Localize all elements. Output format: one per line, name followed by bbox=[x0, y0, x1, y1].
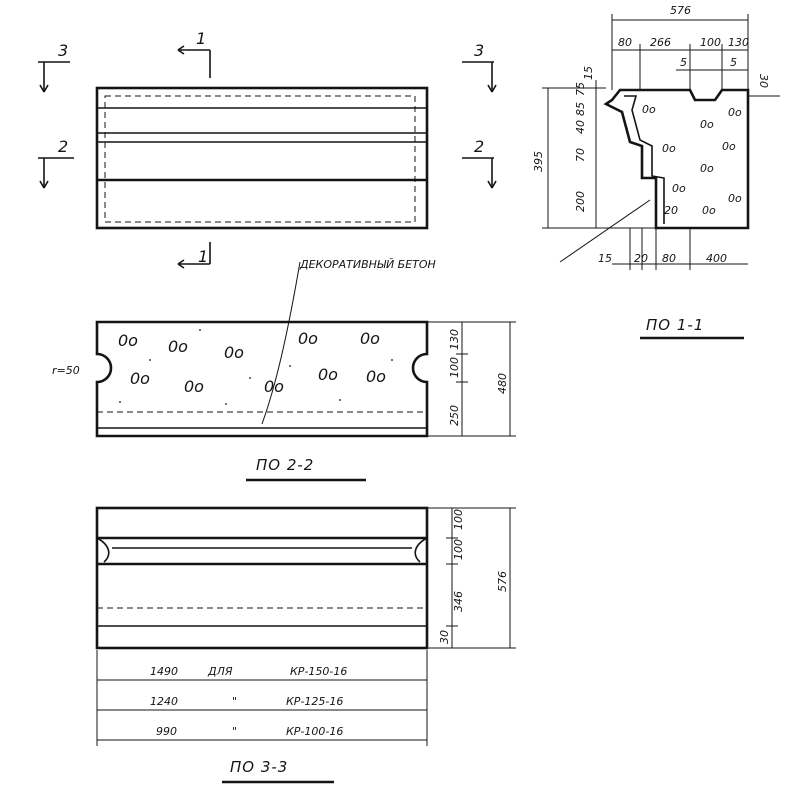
svg-text:0o: 0o bbox=[318, 365, 338, 384]
section-3-3-outline bbox=[95, 506, 429, 650]
dim-100b: 100 bbox=[452, 539, 465, 560]
svg-text:0o: 0o bbox=[728, 106, 742, 119]
dim-total-width: 576 bbox=[670, 4, 691, 17]
dim-height-480: 480 bbox=[496, 373, 509, 394]
svg-text:0o: 0o bbox=[168, 337, 188, 356]
dim-right-30: 30 bbox=[757, 74, 770, 88]
svg-text:0o: 0o bbox=[662, 142, 676, 155]
section-1-1: 0o 0o 0o 0o 0o 0o 0o 0o 0o 576 80 266 10… bbox=[532, 4, 780, 340]
note-text: ДЕКОРАТИВНЫЙ БЕТОН bbox=[299, 258, 436, 271]
length-row: 1240 " КР-125-16 bbox=[150, 695, 343, 708]
profile-outline bbox=[603, 88, 750, 230]
dim-top-266: 266 bbox=[650, 36, 671, 49]
dim-30: 30 bbox=[438, 630, 451, 644]
svg-text:0o: 0o bbox=[360, 329, 380, 348]
svg-text:1490: 1490 bbox=[150, 665, 178, 678]
dim-130: 130 bbox=[448, 329, 461, 350]
svg-text:0o: 0o bbox=[298, 329, 318, 348]
svg-text:": " bbox=[232, 695, 237, 708]
section-mark-right-upper-label: 3 bbox=[474, 41, 484, 60]
dim-left-40: 40 bbox=[574, 120, 587, 134]
section-mark-bottom-label: 1 bbox=[198, 247, 208, 266]
dim-left-70: 70 bbox=[574, 148, 587, 162]
svg-text:0o: 0o bbox=[642, 103, 656, 116]
dim-small-5a: 5 bbox=[680, 56, 687, 69]
section-mark-right-mid-label: 2 bbox=[474, 137, 484, 156]
aggregate-fill: 0o 0o 0o 0o 0o 0o 0o 0o 0o bbox=[642, 103, 742, 217]
svg-text:ДЛЯ: ДЛЯ bbox=[207, 665, 233, 678]
leader-line bbox=[261, 261, 301, 425]
dim-height-576: 576 bbox=[496, 571, 509, 592]
section-mark-bottom: 1 bbox=[177, 242, 211, 269]
svg-text:КР-150-16: КР-150-16 bbox=[290, 665, 347, 678]
length-table: 1490 ДЛЯ КР-150-16 1240 " КР-125-16 990 … bbox=[96, 650, 428, 746]
plan-outline bbox=[95, 86, 429, 230]
groove bbox=[96, 537, 428, 563]
section-mark-top-label: 1 bbox=[196, 29, 206, 48]
decorative-layer bbox=[624, 95, 665, 224]
dim-bottom-80: 80 bbox=[662, 252, 676, 265]
section-mark-top: 1 bbox=[177, 29, 211, 78]
svg-text:КР-100-16: КР-100-16 bbox=[286, 725, 343, 738]
caption-section-2-2: ПО 2-2 bbox=[256, 456, 314, 474]
section-mark-left-mid-label: 2 bbox=[58, 137, 68, 156]
caption-section-3-3: ПО 3-3 bbox=[230, 758, 288, 776]
svg-text:0o: 0o bbox=[264, 377, 284, 396]
length-row: 1490 ДЛЯ КР-150-16 bbox=[150, 665, 347, 678]
svg-text:0o: 0o bbox=[118, 331, 138, 350]
section-3-3: 100 100 346 30 576 1490 ДЛЯ КР-150-16 12… bbox=[95, 506, 516, 784]
dim-recess-radius: r=50 bbox=[52, 364, 80, 377]
section-2-2: 0o 0o 0o 0o 0o 0o 0o 0o 0o 0o r=50 130 1… bbox=[52, 320, 516, 482]
dim-top-130: 130 bbox=[728, 36, 749, 49]
section-mark-right-mid: 2 bbox=[462, 137, 497, 189]
speckle bbox=[119, 329, 393, 405]
svg-text:0o: 0o bbox=[184, 377, 204, 396]
dim-inner-20: 20 bbox=[664, 204, 678, 217]
caption-section-1-1: ПО 1-1 bbox=[646, 316, 704, 334]
plan-hidden-outline bbox=[104, 95, 416, 223]
dim-bottom-400: 400 bbox=[706, 252, 727, 265]
plan-view bbox=[95, 86, 429, 230]
svg-text:0o: 0o bbox=[728, 192, 742, 205]
dim-346: 346 bbox=[452, 591, 465, 612]
dim-top-100: 100 bbox=[700, 36, 721, 49]
dim-left-85: 85 bbox=[574, 102, 587, 116]
dim-100: 100 bbox=[448, 357, 461, 378]
length-row: 990 " КР-100-16 bbox=[156, 725, 343, 738]
dim-top-80: 80 bbox=[618, 36, 632, 49]
section-mark-left-upper: 3 bbox=[38, 41, 70, 93]
section-mark-left-mid: 2 bbox=[38, 137, 74, 189]
dim-bottom-20: 20 bbox=[634, 252, 648, 265]
svg-text:990: 990 bbox=[156, 725, 177, 738]
leader-line bbox=[559, 199, 651, 263]
aggregate-fill: 0o 0o 0o 0o 0o 0o 0o 0o 0o 0o bbox=[118, 329, 386, 396]
svg-text:0o: 0o bbox=[224, 343, 244, 362]
svg-text:0o: 0o bbox=[366, 367, 386, 386]
section-mark-right-upper: 3 bbox=[462, 41, 497, 93]
svg-text:0o: 0o bbox=[722, 140, 736, 153]
svg-text:1240: 1240 bbox=[150, 695, 178, 708]
dim-250: 250 bbox=[448, 405, 461, 426]
dim-height-395: 395 bbox=[532, 151, 545, 172]
section-mark-left-upper-label: 3 bbox=[58, 41, 68, 60]
svg-text:0o: 0o bbox=[702, 204, 716, 217]
dim-left-75: 75 bbox=[574, 82, 587, 96]
svg-text:0o: 0o bbox=[700, 118, 714, 131]
dim-left-200: 200 bbox=[574, 191, 587, 212]
note-decorative-concrete: ДЕКОРАТИВНЫЙ БЕТОН bbox=[261, 199, 651, 425]
dim-100: 100 bbox=[452, 509, 465, 530]
svg-text:КР-125-16: КР-125-16 bbox=[286, 695, 343, 708]
dim-bottom-15: 15 bbox=[598, 252, 612, 265]
dim-small-5b: 5 bbox=[730, 56, 737, 69]
svg-text:0o: 0o bbox=[672, 182, 686, 195]
svg-text:": " bbox=[232, 725, 237, 738]
svg-text:0o: 0o bbox=[130, 369, 150, 388]
svg-text:0o: 0o bbox=[700, 162, 714, 175]
dim-left-15: 15 bbox=[582, 66, 595, 80]
